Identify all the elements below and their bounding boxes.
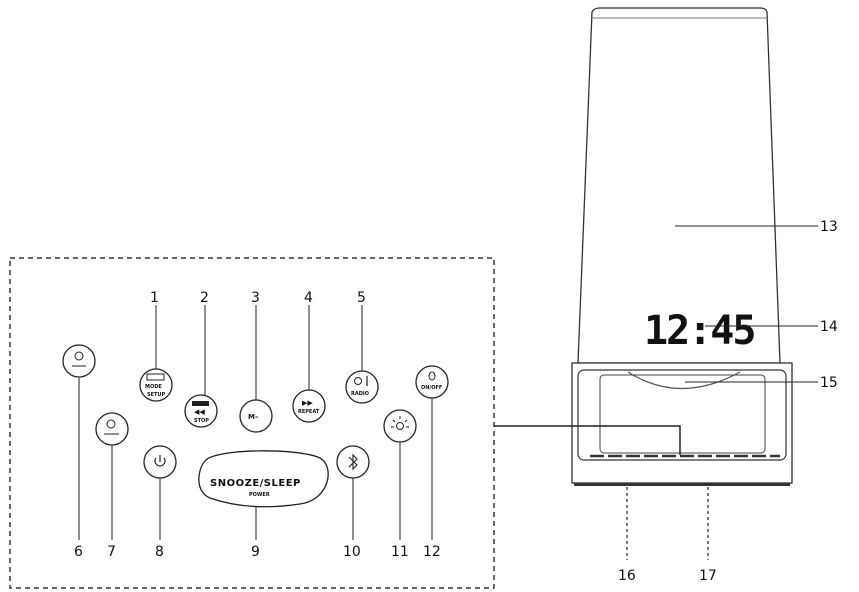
radio-label: RADIO bbox=[351, 391, 369, 397]
clock-display: 12:45 bbox=[644, 308, 754, 354]
on-off-label: ON/OFF bbox=[421, 385, 442, 391]
callout-9: 9 bbox=[251, 544, 260, 560]
snooze-sleep-label: SNOOZE/SLEEP bbox=[210, 478, 301, 489]
m-minus-label: M– bbox=[248, 413, 259, 421]
callout-5: 5 bbox=[357, 290, 366, 306]
callout-12: 12 bbox=[423, 544, 441, 560]
callout-17: 17 bbox=[699, 568, 717, 584]
mode-label: MODE bbox=[145, 384, 162, 390]
bottom-leaders bbox=[78, 378, 433, 540]
callout-3: 3 bbox=[251, 290, 260, 306]
alarm2-button[interactable] bbox=[95, 412, 129, 446]
base-inner-frame bbox=[577, 369, 787, 461]
power-button[interactable] bbox=[143, 445, 177, 479]
bluetooth-button[interactable] bbox=[336, 445, 370, 479]
callout-16: 16 bbox=[618, 568, 636, 584]
power-icon bbox=[154, 457, 166, 467]
alarm-clock-icon bbox=[106, 419, 116, 429]
previous-stop-button[interactable]: ◀◀ STOP bbox=[184, 394, 218, 428]
setup-label: SETUP bbox=[147, 392, 165, 398]
callout-14: 14 bbox=[820, 319, 838, 335]
light-on-off-button[interactable]: ON/OFF bbox=[415, 365, 449, 399]
alarm-clock-icon bbox=[74, 351, 84, 361]
fast-forward-icon: ▶▶ bbox=[302, 399, 313, 407]
stop-label: STOP bbox=[194, 418, 209, 424]
callout-4: 4 bbox=[304, 290, 313, 306]
alarm1-button[interactable] bbox=[62, 344, 96, 378]
repeat-label: REPEAT bbox=[298, 409, 320, 415]
light-mode-button[interactable] bbox=[383, 409, 417, 443]
callout-13: 13 bbox=[820, 219, 838, 235]
callout-15: 15 bbox=[820, 375, 838, 391]
light-rays-icon bbox=[396, 422, 404, 430]
bluetooth-icon bbox=[348, 453, 358, 471]
snooze-sleep-button[interactable]: SNOOZE/SLEEP POWER bbox=[198, 450, 329, 508]
memory-minus-button[interactable]: M– bbox=[239, 399, 273, 433]
lamp-shade bbox=[577, 7, 781, 364]
base-panel bbox=[599, 374, 766, 454]
power-label: POWER bbox=[249, 492, 270, 498]
next-repeat-button[interactable]: ▶▶ REPEAT bbox=[292, 389, 326, 423]
base-dome bbox=[627, 371, 741, 390]
base-foot bbox=[574, 483, 790, 486]
timer-radio-button[interactable]: RADIO bbox=[345, 370, 379, 404]
top-leaders bbox=[155, 305, 363, 400]
bulb-icon bbox=[428, 371, 436, 381]
callout-2: 2 bbox=[200, 290, 209, 306]
rewind-icon: ◀◀ bbox=[194, 408, 205, 416]
control-panel-frame bbox=[9, 257, 495, 589]
callout-10: 10 bbox=[343, 544, 361, 560]
callout-11: 11 bbox=[391, 544, 409, 560]
mode-setup-button[interactable]: MODE SETUP bbox=[139, 368, 173, 402]
callout-1: 1 bbox=[150, 290, 159, 306]
panel-connector bbox=[494, 425, 681, 455]
callout-6: 6 bbox=[74, 544, 83, 560]
callout-8: 8 bbox=[155, 544, 164, 560]
timer-icon bbox=[354, 377, 362, 385]
callout-7: 7 bbox=[107, 544, 116, 560]
